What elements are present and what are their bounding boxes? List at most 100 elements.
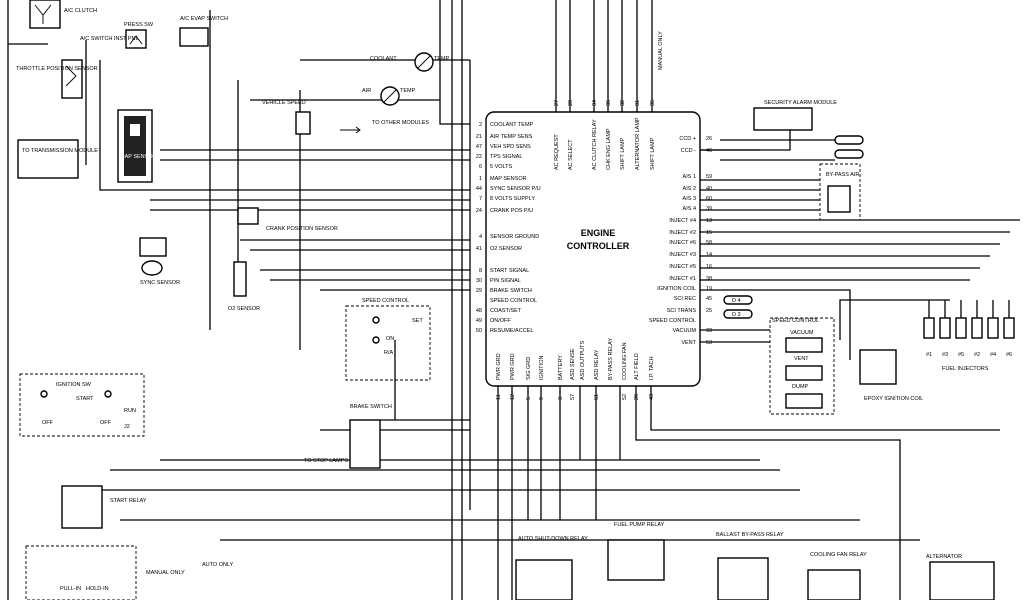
asd-relay: AUTO SHUT-DOWN RELAY xyxy=(515,536,588,600)
left-pin-number: 21 xyxy=(476,134,482,140)
left-pin-label: START SIGNAL xyxy=(490,268,529,274)
right-pin-label: INJECT #2 xyxy=(669,230,696,236)
bottom-pin-label: ASD OUTPUTS xyxy=(580,341,586,380)
ac-evap-label: A/C EVAP SWITCH xyxy=(180,16,228,22)
left-pin-label: TPS SIGNAL xyxy=(490,154,522,160)
coolant-label: COOLANT xyxy=(370,56,397,62)
bottom-pin-number: 12 xyxy=(510,394,516,400)
left-pin-label: RESUME/ACCEL xyxy=(490,328,533,334)
controller-title-1: ENGINE xyxy=(581,228,616,238)
right-pin-number: 60 xyxy=(706,196,712,202)
left-pin-number: 22 xyxy=(476,154,482,160)
left-pin-number: 50 xyxy=(476,328,482,334)
servo-label: SPEED CONTROL xyxy=(772,318,819,324)
right-pin-number: 33 xyxy=(706,328,712,334)
hold-in-label: HOLD-IN xyxy=(86,586,109,592)
injector-number: #2 xyxy=(974,352,980,358)
fuel-injectors: #1#3#5#2#4#6 FUEL INJECTORS xyxy=(923,300,1015,372)
bottom-pin-number: 20 xyxy=(634,394,640,400)
right-pin-number: 19 xyxy=(706,286,712,292)
sci-connectors: D 4 D 3 xyxy=(723,295,753,319)
brake-switch-label: BRAKE SWITCH xyxy=(350,404,392,410)
injector-number: #6 xyxy=(1006,352,1012,358)
injector xyxy=(1003,317,1015,339)
left-pin-number: 2 xyxy=(479,122,482,128)
epoxy-coil: EPOXY IGNITION COIL xyxy=(859,349,923,402)
left-pin-number: 48 xyxy=(476,308,482,314)
bottom-pin-label: ASD RELAY xyxy=(594,349,600,380)
bottom-pin-label: SIG GRD xyxy=(526,357,532,380)
top-pin-label: SHIFT LAMP xyxy=(620,137,626,170)
right-pin-label: CCD - xyxy=(681,148,696,154)
bottom-pin-number: 43 xyxy=(649,394,655,400)
bottom-pin-label: IGNITION xyxy=(539,356,545,380)
vent-label: VENT xyxy=(794,356,809,362)
injector xyxy=(939,317,951,339)
o2-sensor: O2 SENSOR xyxy=(228,261,260,312)
alternator-label: ALTERNATOR xyxy=(926,554,962,560)
top-pin-label: CHK ENG LAMP xyxy=(606,128,612,170)
press-sw-label: PRESS SW xyxy=(124,22,154,28)
ac-clutch: A/C CLUTCH xyxy=(29,0,97,29)
dump-label: DUMP xyxy=(792,384,809,390)
speed-control-switch: SPEED CONTROL ON SET R/A xyxy=(345,298,431,381)
right-pin-label: INJECT #3 xyxy=(669,252,696,258)
ignition-sw-label: IGNITION SW xyxy=(56,382,92,388)
coolant-temp-sensor: COOLANT TEMP xyxy=(370,52,450,72)
right-pin-number: 53 xyxy=(706,340,712,346)
sc-set-label: SET xyxy=(412,318,423,324)
vacuum-label: VACUUM xyxy=(790,330,814,336)
ccd-connectors xyxy=(834,135,864,159)
left-pin-number: 8 xyxy=(479,268,482,274)
injector xyxy=(955,317,967,339)
ac-clutch-label: A/C CLUTCH xyxy=(64,8,97,14)
fuel-injectors-label: FUEL INJECTORS xyxy=(942,366,989,372)
left-pin-number: 1 xyxy=(479,176,482,182)
off-label-2: OFF xyxy=(100,420,112,426)
bottom-pin-number: 3 xyxy=(558,397,564,400)
right-pin-label: AIS 3 xyxy=(683,196,696,202)
bottom-pin-label: I.P. TACH xyxy=(649,356,655,380)
right-pin-number: 39 xyxy=(706,206,712,212)
right-pin-number: 13 xyxy=(706,218,712,224)
sc-ra-label: R/A xyxy=(384,350,394,356)
cooling-fan-relay: COOLING FAN RELAY xyxy=(807,552,867,600)
air-temp-sensor: AIR TEMP xyxy=(362,86,416,106)
right-pin-label: VENT xyxy=(681,340,696,346)
bottom-pin-label: PWR GRD xyxy=(496,353,502,380)
left-pin-label: MAP SENSOR xyxy=(490,176,527,182)
security-label: SECURITY ALARM MODULE xyxy=(764,100,837,106)
right-pin-number: 58 xyxy=(706,240,712,246)
right-pin-label: AIS 4 xyxy=(683,206,696,212)
engine-controller: ENGINE CONTROLLER xyxy=(485,111,701,387)
map-sensor: MAP SENSOR xyxy=(117,109,157,183)
right-pin-number: 46 xyxy=(706,148,712,154)
left-pin-label: COAST/SET xyxy=(490,308,522,314)
left-pin-label: SYNC SENSOR P/U xyxy=(490,186,541,192)
run-label: RUN xyxy=(124,408,136,414)
left-pin-number: 41 xyxy=(476,246,482,252)
bottom-pin-number: 5 xyxy=(526,397,532,400)
start-relay: START RELAY xyxy=(61,485,147,529)
pull-in-label: PULL-IN xyxy=(60,586,81,592)
o2-label: O2 SENSOR xyxy=(228,306,260,312)
right-pin-label: CCD + xyxy=(679,136,696,142)
left-pin-number: 24 xyxy=(476,208,482,214)
wiring xyxy=(7,0,1020,600)
right-pin-label: SCI TRANS xyxy=(667,308,697,314)
top-pin-number: 27 xyxy=(554,100,560,106)
speed-control-servo: SPEED CONTROL VENT DUMP VACUUM xyxy=(769,317,835,415)
fuel-pump-relay: FUEL PUMP RELAY xyxy=(607,522,665,581)
bottom-pin-number: 11 xyxy=(496,394,502,400)
vehicle-speed-label: VEHICLE SPEED xyxy=(262,100,306,106)
ac-switch-label: A/C SWITCH INST PNL xyxy=(80,36,139,42)
manual-only-top: MANUAL ONLY xyxy=(658,31,664,70)
crank-label: CRANK POSITION SENSOR xyxy=(266,226,338,232)
right-pin-label: INJECT #5 xyxy=(669,264,696,270)
to-stop-label: TO STOP LAMPS xyxy=(304,458,348,464)
right-pin-number: 40 xyxy=(706,186,712,192)
j2-label: J2 xyxy=(124,424,130,430)
